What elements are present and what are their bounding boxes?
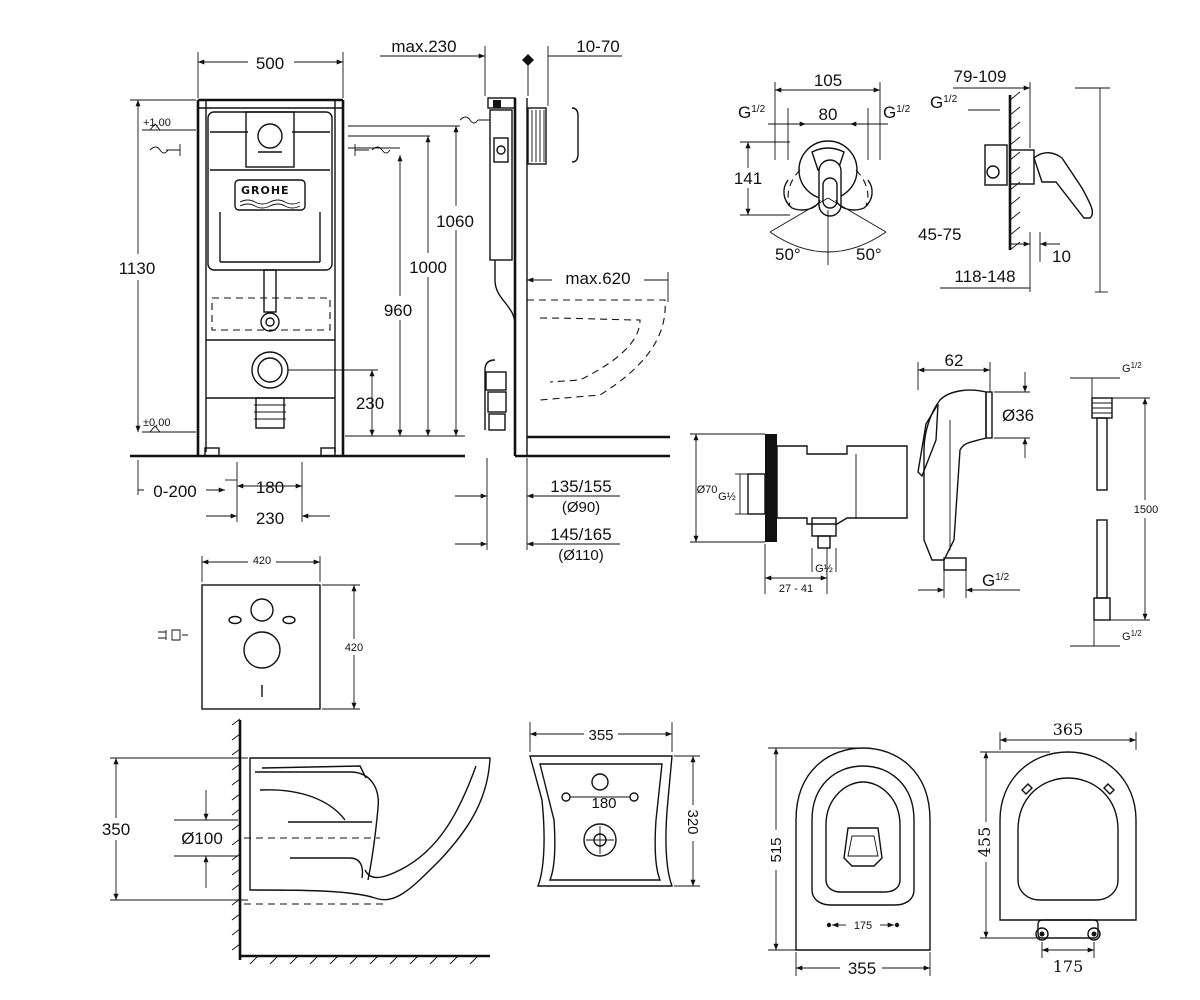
- hose-thread-bottom: G1/2: [1122, 629, 1142, 643]
- shower-hose: G1/2 G1/2 1500: [1070, 361, 1164, 647]
- dim-height-1130: 1130: [119, 259, 156, 278]
- sound-insulation-plate: 420 420: [158, 552, 368, 710]
- plate-width: 420: [253, 555, 271, 567]
- dim-max230: max.230: [391, 37, 456, 56]
- dim-10-70: 10-70: [576, 37, 619, 56]
- dim-d110: (Ø110): [558, 547, 604, 564]
- dim-d36: Ø36: [1002, 406, 1034, 425]
- bowl-back-width-355: 355: [588, 727, 613, 744]
- plate-height: 420: [345, 642, 363, 654]
- dim-feet-230: 230: [256, 509, 284, 528]
- elbow-dia70: Ø70: [697, 484, 718, 496]
- hose-thread-top: G1/2: [1122, 361, 1142, 375]
- dim-62: 62: [945, 351, 964, 370]
- dim-mixer-141: 141: [734, 169, 762, 188]
- mixer-side-view: G1/2 79-109 10 118-148: [930, 67, 1110, 293]
- level-zero: ±0,00: [143, 417, 170, 429]
- dim-135-155: 135/155: [550, 477, 611, 496]
- dim-frame-width: 500: [256, 54, 284, 73]
- toilet-seat: 365 455 175: [974, 720, 1137, 976]
- dim-mixer-105: 105: [814, 71, 842, 90]
- hand-shower: 62 Ø36 G1/2: [917, 351, 1034, 598]
- seat-width-365: 365: [1053, 720, 1084, 739]
- hose-length: 1500: [1134, 504, 1158, 516]
- dim-10: 10: [1052, 247, 1071, 266]
- frame-front-view: GROHE 500 +1: [114, 50, 480, 528]
- dim-118-148: 118-148: [954, 267, 1015, 286]
- angle-left: 50°: [775, 245, 801, 264]
- seat-length-455: 455: [975, 827, 994, 858]
- frame-side-view: max.230 10-70 max.620 135/155 (Ø90) 145/…: [380, 37, 670, 564]
- bowl-top-view: 175 515 355: [764, 747, 931, 978]
- angle-right: 50°: [856, 245, 882, 264]
- dim-145-165: 145/165: [550, 525, 611, 544]
- dim-mixer-80: 80: [819, 105, 838, 124]
- dim-79-109: 79-109: [954, 67, 1007, 86]
- elbow-thread-bottom: G½: [815, 563, 833, 575]
- mixer-front-view: 105 80 G1/2 G1/2 141 50° 50° 45-75: [730, 71, 961, 265]
- dim-1000: 1000: [409, 258, 447, 277]
- elbow-thread-top: G½: [718, 491, 736, 503]
- bowl-height-350: 350: [102, 820, 130, 839]
- elbow-outlet: Ø70 G½ G½ 27 - 41: [690, 433, 908, 595]
- mixer-thread-right: G1/2: [883, 103, 911, 122]
- outlet-dia-100: Ø100: [181, 829, 223, 848]
- dim-960: 960: [384, 301, 412, 320]
- dim-1060: 1060: [436, 212, 474, 231]
- bowl-top-width-355: 355: [848, 959, 876, 978]
- bowl-side-view: 350 Ø100: [96, 718, 491, 965]
- dim-45-75: 45-75: [918, 225, 961, 244]
- seat-hinge-175: 175: [1053, 957, 1084, 976]
- hs-thread: G1/2: [982, 571, 1010, 590]
- mixer-thread-side: G1/2: [930, 93, 958, 112]
- dim-d90: (Ø90): [562, 499, 600, 516]
- dim-drain-230: 230: [356, 394, 384, 413]
- dim-max620: max.620: [565, 269, 630, 288]
- level-plus: +1,00: [143, 117, 171, 129]
- bolt-spacing-180: 180: [591, 795, 616, 812]
- brand-logo: GROHE: [241, 184, 290, 197]
- bowl-length-515: 515: [768, 837, 785, 862]
- top-bolt-175: 175: [854, 920, 872, 932]
- elbow-dim-27-41: 27 - 41: [779, 583, 813, 595]
- bowl-back-height-320: 320: [684, 809, 701, 834]
- dim-feet-180: 180: [256, 478, 284, 497]
- bowl-back-view: 180 355 320: [529, 722, 703, 887]
- dim-floor-adjust: 0-200: [153, 482, 196, 501]
- mixer-thread-left: G1/2: [738, 103, 766, 122]
